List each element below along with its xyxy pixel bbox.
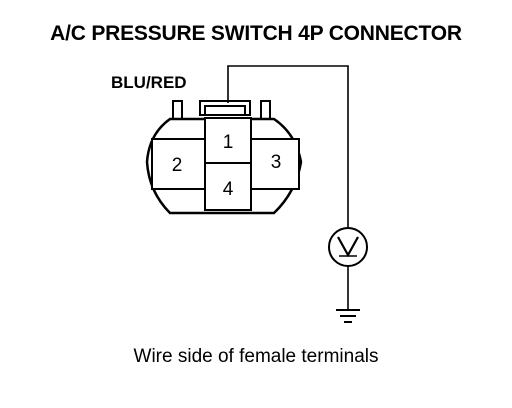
pin-cavity-2 — [151, 138, 206, 190]
wire-color-label: BLU/RED — [111, 73, 187, 92]
diagram-caption: Wire side of female terminals — [133, 346, 379, 367]
diagram-title: A/C PRESSURE SWITCH 4P CONNECTOR — [50, 22, 462, 45]
voltmeter-icon — [328, 227, 368, 267]
test-lead-wire — [227, 65, 349, 227]
pin-3-label: 3 — [271, 152, 282, 173]
ground-icon — [336, 309, 360, 323]
connector-tabs — [172, 100, 271, 121]
pin-cavity-3 — [250, 138, 300, 190]
pin-2-label: 2 — [172, 155, 183, 176]
pin-4-label: 4 — [223, 179, 234, 200]
pin-1-label: 1 — [223, 132, 234, 153]
